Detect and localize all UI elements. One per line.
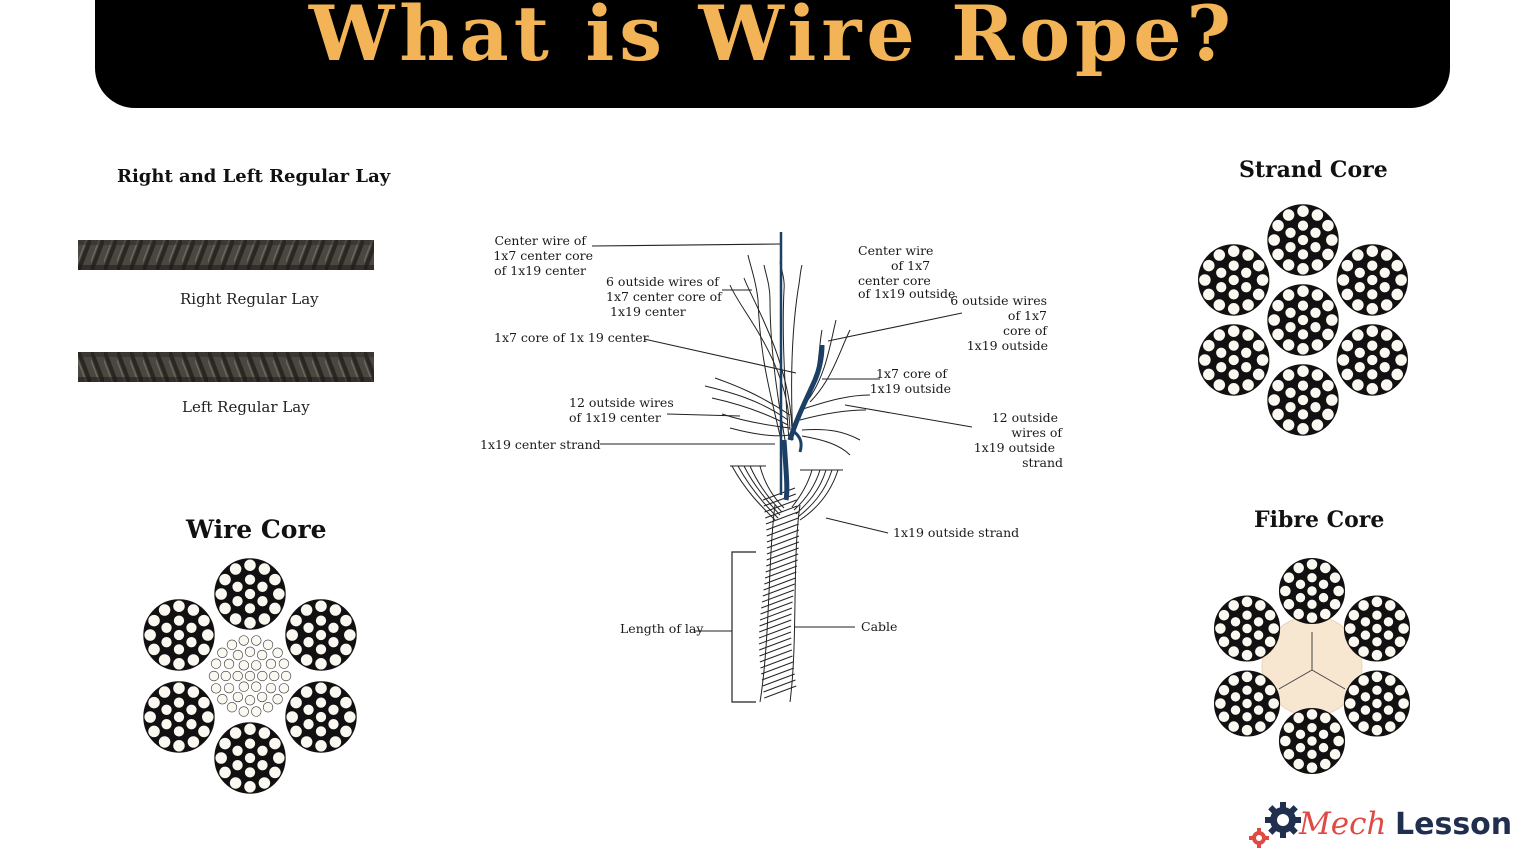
cable-hatch-line (766, 535, 800, 549)
cable-hatch-line (762, 487, 796, 501)
label-length-of-lay: Length of lay (620, 621, 704, 636)
cable-hatch-line (766, 541, 800, 555)
strand-bundle (143, 681, 215, 753)
cable-hatch-line (758, 625, 792, 639)
label-six-outside-outside: 6 outside wires of 1x7 core of 1x19 outs… (950, 293, 1051, 353)
label-center-wire-outside: Center wire of 1x7 center core of 1x19 o… (858, 243, 955, 301)
cable-hatch-line (758, 631, 792, 645)
cable-hatch-line (763, 493, 796, 507)
wire-rope-anatomy-diagram: Center wire of 1x7 center core of 1x19 c… (480, 232, 1066, 703)
cable-hatch-line (765, 505, 798, 519)
logo-mech-text: Mech (1299, 806, 1387, 842)
cable-hatch-line (761, 589, 795, 603)
cable-hatch-line (761, 595, 794, 609)
cable-hatch-line (765, 559, 798, 573)
cable-hatch-line (760, 655, 793, 669)
cable-hatch-line (766, 523, 799, 537)
strand-bundle (1343, 670, 1411, 737)
right-regular-lay-rope (78, 240, 374, 270)
strand-bundle (1267, 364, 1339, 436)
core-wire-bundle (208, 635, 292, 717)
cable-hatch-line (766, 517, 799, 531)
strand-bundle (1213, 595, 1281, 662)
label-twelve-outside-outside: 12 outside wires of 1x19 outside strand (974, 410, 1066, 470)
label-twelve-outside-center: 12 outside wires of 1x19 center (569, 395, 678, 425)
length-of-lay-bracket (731, 551, 756, 703)
cable-hatch-line (758, 637, 792, 651)
strand-bundle (214, 558, 286, 630)
right-regular-lay-label: Right Regular Lay (180, 290, 319, 308)
cable-hatch-line (760, 661, 794, 675)
strand-core-title: Strand Core (1239, 157, 1388, 183)
cable-outline (789, 504, 801, 703)
strand-bundle (1278, 707, 1346, 775)
strand-bundle (1198, 324, 1270, 396)
fibre-divider (1311, 669, 1346, 690)
cable-hatch-line (762, 673, 795, 687)
cable-hatch-line (759, 607, 793, 621)
cable-hatch-line (766, 553, 799, 567)
cable-hatch-line (761, 667, 795, 681)
cable-hatch-line (759, 619, 792, 633)
strand-bundle (143, 599, 215, 671)
cable-hatch-line (764, 685, 797, 699)
cable-hatch-line (763, 679, 796, 693)
cable-hatch-line (766, 547, 799, 561)
cable-hatch-line (759, 643, 792, 657)
label-six-outside-center: 6 outside wires of 1x7 center core of 1x… (606, 274, 726, 319)
gear-icon (1249, 802, 1301, 848)
strand-bundle (1213, 670, 1281, 737)
strand-bundle (1336, 244, 1408, 316)
page-title: What is Wire Rope? (308, 0, 1237, 78)
mechlesson-logo[interactable]: Mech Lesson (1245, 800, 1515, 856)
strand-core-cross-section (1198, 204, 1408, 436)
title-banner: What is Wire Rope? (95, 0, 1450, 108)
label-cable: Cable (861, 619, 897, 634)
strand-bundle (1343, 595, 1411, 662)
strand-bundle (214, 722, 286, 794)
cable-hatch-line (763, 577, 796, 591)
fibre-core-title: Fibre Core (1254, 507, 1385, 533)
cable-outline (759, 504, 776, 703)
label-core-1x7-outside: 1x7 core of 1x19 outside (870, 366, 951, 396)
strand-bundle (1278, 557, 1346, 625)
label-core-1x7-center: 1x7 core of 1x 19 center (494, 330, 649, 345)
label-center-strand: 1x19 center strand (480, 437, 601, 452)
strand-bundle (1267, 284, 1339, 356)
cable-hatch-line (762, 583, 795, 597)
leader-lines (591, 243, 973, 632)
lay-section-title: Right and Left Regular Lay (117, 166, 391, 187)
cable-hatch-line (759, 613, 792, 627)
fibre-core-cross-section (1213, 557, 1411, 775)
cable-hatch-line (765, 511, 799, 525)
label-center-wire-center: Center wire of 1x7 center core of 1x19 c… (493, 233, 597, 278)
center-core-highlight (779, 232, 825, 501)
cable-hatch-line (760, 601, 793, 615)
cable-hatch-line (764, 565, 798, 579)
left-regular-lay-label: Left Regular Lay (182, 398, 310, 416)
left-regular-lay-rope (78, 352, 374, 382)
strand-bundle (1198, 244, 1270, 316)
wire-core-title: Wire Core (186, 515, 327, 544)
logo-lesson-text: Lesson (1395, 807, 1513, 842)
strand-bundle (1336, 324, 1408, 396)
strand-bundle (1267, 204, 1339, 276)
label-outside-strand: 1x19 outside strand (893, 525, 1019, 540)
wire-core-cross-section (143, 558, 357, 794)
diagram-labels: Center wire of 1x7 center core of 1x19 c… (480, 233, 1066, 636)
strand-bundle (285, 681, 357, 753)
fibre-divider (1278, 669, 1313, 690)
strand-bundle (285, 599, 357, 671)
